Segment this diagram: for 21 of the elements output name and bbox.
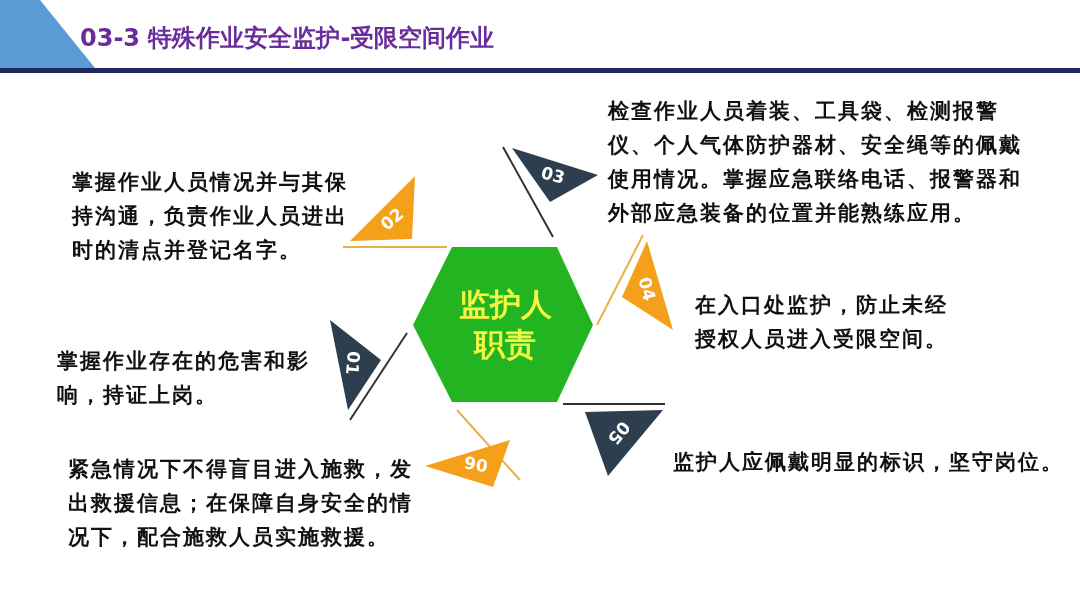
step-number: 02 <box>375 202 409 236</box>
number-triangle <box>425 440 510 487</box>
duty-text: 监护人应佩戴明显的标识，坚守岗位。 <box>673 449 1065 476</box>
duty-text: 检查作业人员着装、工具袋、检测报警仪、个人气体防护器材、安全绳等的佩戴使用情况。掌握应急联络电话、报警器和外部应急装备的位置并能熟练应用。 <box>608 98 1023 227</box>
hexagon-label: 监护人职责 <box>457 285 553 364</box>
number-triangle <box>330 320 381 410</box>
duty-text: 在入口处监护，防止未经授权人员进入受限空间。 <box>695 292 949 353</box>
duty-text: 紧急情况下不得盲目进入施救，发出救援信息；在保障自身安全的情况下，配合施救人员实施救援。 <box>68 456 414 551</box>
step-number: 06 <box>461 452 491 477</box>
number-triangle <box>350 176 415 241</box>
duty-text: 掌握作业存在的危害和影响，持证上岗。 <box>57 348 311 409</box>
step-number: 01 <box>341 349 365 378</box>
number-triangle <box>585 410 663 476</box>
number-triangle <box>512 148 598 202</box>
duty-text: 掌握作业人员情况并与其保持沟通，负责作业人员进出时的清点并登记名字。 <box>72 169 349 264</box>
hexagon <box>413 247 593 402</box>
step-number: 03 <box>538 161 569 189</box>
step-number: 04 <box>634 274 661 306</box>
number-triangle <box>622 241 673 330</box>
title: 03-3 特殊作业安全监护-受限空间作业 <box>80 23 495 54</box>
step-number: 05 <box>602 416 635 450</box>
